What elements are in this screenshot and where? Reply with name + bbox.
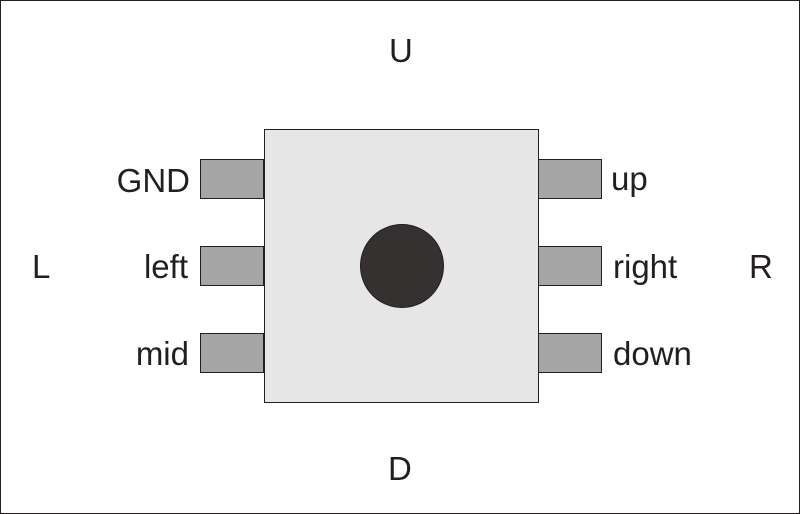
direction-label-right: R [749, 248, 773, 285]
pin-label-gnd: GND [116, 162, 190, 199]
pin-left [200, 246, 264, 286]
pin-mid [200, 333, 264, 373]
direction-label-up: U [389, 32, 413, 69]
pin-label-left: left [143, 248, 188, 285]
pin-down [538, 333, 602, 373]
joystick-knob [360, 224, 444, 308]
pin-label-mid: mid [135, 335, 189, 372]
pin-gnd [200, 159, 264, 199]
direction-label-left: L [32, 248, 51, 285]
pin-label-down: down [613, 335, 692, 372]
direction-label-down: D [388, 450, 412, 487]
pin-right [538, 246, 602, 286]
pin-label-up: up [611, 160, 648, 197]
pin-up [538, 159, 602, 199]
pin-label-right: right [613, 248, 678, 285]
